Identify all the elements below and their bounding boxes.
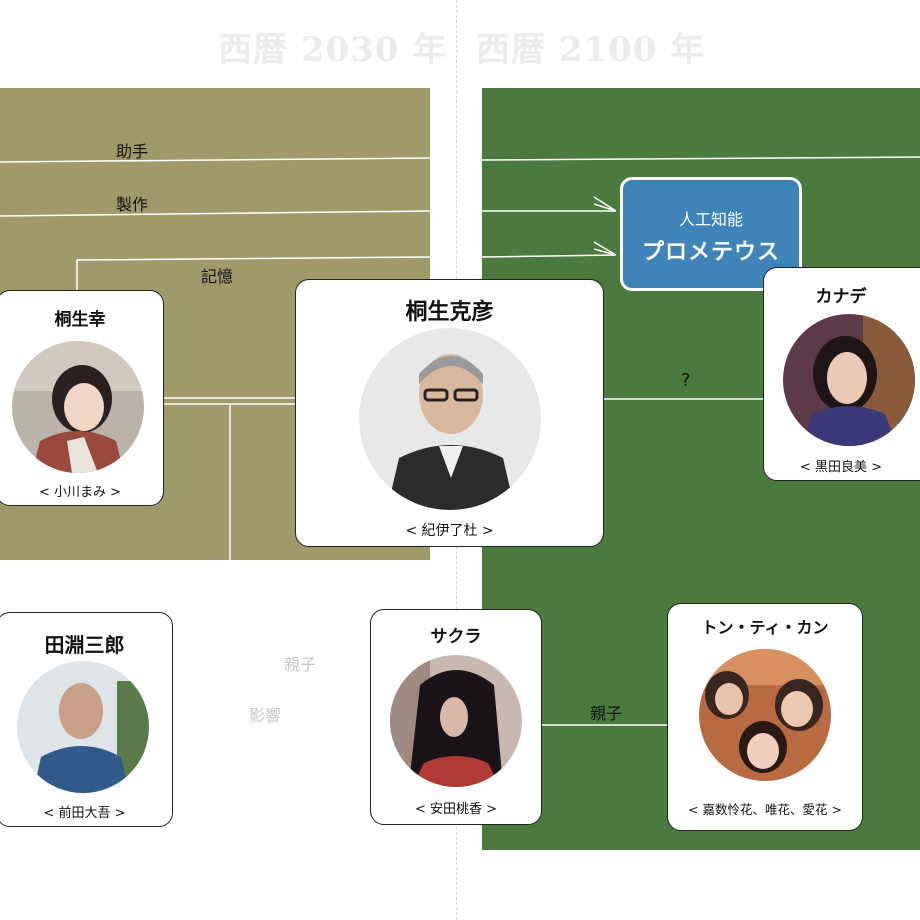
memory-line-left [76, 256, 431, 292]
assistant-line-left [0, 157, 431, 163]
character-card-ton-ti-kan: トン・ティ・カン < 嘉数怜花、唯花、愛花 > [667, 603, 863, 831]
production-arrow [593, 196, 617, 212]
character-name: 桐生幸 [54, 310, 106, 330]
character-name: トン・ティ・カン [701, 618, 829, 637]
portrait-photo [390, 655, 522, 787]
parent-child-faint-label: 親子 [284, 655, 317, 674]
portrait-photo [359, 328, 541, 510]
portrait-photo [17, 661, 149, 793]
actor-name: < 小川まみ > [38, 485, 122, 500]
actor-name: < 嘉数怜花、唯花、愛花 > [688, 802, 842, 817]
character-card-sakura: サクラ < 安田桃香 > [370, 609, 542, 825]
actor-name: < 紀伊了杜 > [405, 523, 494, 539]
ai-name: プロメテウス [641, 240, 780, 265]
character-name: サクラ [430, 627, 482, 647]
era-2100-title: 西暦 2100 年 [476, 30, 706, 70]
character-card-kiryu-katsuhiko: 桐生克彦 < 紀伊了杜 > [295, 279, 604, 547]
unknown-relation-label: ? [681, 370, 691, 391]
assistant-line-right [481, 156, 920, 161]
production-label: 製作 [116, 195, 149, 214]
character-name: 桐生克彦 [405, 300, 494, 325]
assistant-label: 助手 [116, 142, 149, 161]
actor-name: < 黒田良美 > [799, 460, 883, 475]
portrait-photo [699, 649, 831, 781]
memory-arrow [593, 241, 617, 256]
actor-name: < 安田桃香 > [414, 802, 498, 817]
character-card-kanade: カナデ < 黒田良美 > [763, 267, 920, 481]
character-name: 田淵三郎 [44, 633, 125, 657]
memory-line-right [481, 254, 617, 258]
character-card-tabuchi-saburo: 田淵三郎 < 前田大吾 > [0, 612, 173, 827]
portrait-photo [12, 341, 144, 473]
era-2030-title: 西暦 2030 年 [218, 30, 448, 70]
actor-name: < 前田大吾 > [43, 806, 126, 821]
character-card-kiryu-sachi: 桐生幸 < 小川まみ > [0, 290, 164, 506]
production-line-left [0, 210, 431, 217]
influence-label: 影響 [249, 706, 282, 725]
memory-label: 記憶 [201, 267, 234, 286]
portrait-photo [783, 314, 915, 446]
character-name: カナデ [815, 287, 867, 307]
ai-subtitle: 人工知能 [678, 210, 743, 229]
parent-child-label: 親子 [590, 704, 623, 723]
